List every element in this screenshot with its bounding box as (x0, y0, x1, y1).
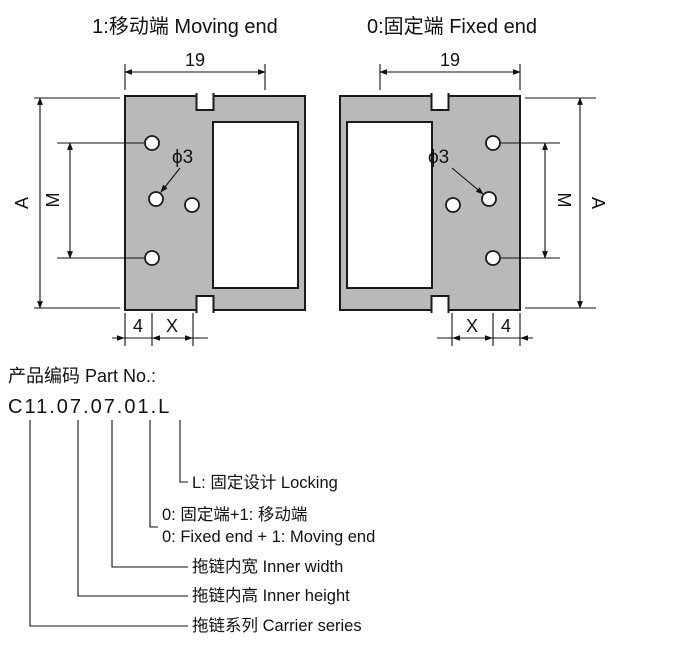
dim-M-right: M (501, 142, 574, 259)
part-number-section: 产品编码 Part No.: C11.07.07.01.L L: 固定设计 Lo… (8, 366, 375, 635)
dim-width-left: 19 (124, 50, 266, 90)
mounting-hole (148, 191, 164, 207)
dim-value: ϕ3 (172, 147, 193, 168)
top-slot (431, 93, 449, 110)
legend-locking: L: 固定设计 Locking (192, 473, 338, 492)
leader-line-series (29, 420, 188, 627)
legend-series: 拖链系列 Carrier series (192, 616, 362, 635)
dim-value: 4 (133, 316, 143, 336)
leader-line-end-type (149, 420, 158, 528)
mounting-hole (485, 135, 501, 151)
dim-A-left: A (12, 97, 120, 309)
dim-value: 19 (185, 50, 205, 70)
dim-value: A (588, 197, 608, 209)
dim-value: X (166, 316, 178, 336)
dim-value: 19 (440, 50, 460, 70)
right-bracket (339, 93, 521, 313)
dim-X4-right: X 4 (437, 313, 533, 346)
bottom-slot-outline (195, 295, 215, 313)
top-slot (196, 93, 214, 110)
dim-value: M (43, 193, 63, 208)
mounting-hole (481, 191, 497, 207)
dim-value: A (12, 197, 32, 209)
bottom-slot (431, 296, 449, 313)
leader-line-inner-width (111, 420, 188, 568)
legend-end-type-en: 0: Fixed end + 1: Moving end (162, 528, 375, 546)
moving-end-title: 1:移动端 Moving end (92, 15, 278, 38)
legend-inner-height: 拖链内高 Inner height (192, 586, 350, 605)
dim-A-right: A (525, 97, 608, 309)
arrowhead (185, 335, 193, 341)
top-slot-outline (195, 93, 215, 111)
dim-value: X (466, 316, 478, 336)
arrowhead (117, 335, 125, 341)
bottom-slot (196, 296, 214, 313)
mounting-hole (485, 250, 501, 266)
dim-hole-diameter-left: ϕ3 (160, 147, 193, 193)
dim-M-left: M (43, 142, 144, 259)
leader-line (160, 167, 181, 193)
legend-end-type-cn: 0: 固定端+1: 移动端 (162, 505, 307, 524)
legend-inner-width: 拖链内宽 Inner width (192, 557, 343, 576)
part-number-code: C11.07.07.01.L (8, 396, 171, 418)
mounting-hole (184, 197, 200, 213)
dim-value: ϕ3 (428, 147, 449, 168)
arrowhead (152, 335, 160, 341)
arrowhead (452, 335, 460, 341)
bracket-cavity (212, 121, 299, 289)
dim-value: 4 (501, 316, 511, 336)
fixed-end-title: 0:固定端 Fixed end (367, 15, 537, 38)
bracket-cavity (346, 121, 433, 289)
leader-line (451, 167, 484, 195)
dim-width-right: 19 (379, 50, 521, 90)
left-bracket (124, 93, 306, 313)
dim-hole-diameter-right: ϕ3 (428, 147, 484, 195)
bottom-slot-outline (430, 295, 450, 313)
top-slot-outline (430, 93, 450, 111)
dim-value: M (554, 193, 574, 208)
arrowhead (520, 335, 528, 341)
leader-line-locking (179, 420, 188, 483)
leader-line-inner-height (77, 420, 188, 597)
arrowhead (485, 335, 493, 341)
dim-4X-left: 4 X (112, 313, 208, 346)
mounting-hole (144, 135, 160, 151)
mounting-hole (445, 197, 461, 213)
mounting-hole (144, 250, 160, 266)
part-number-label: 产品编码 Part No.: (8, 366, 156, 386)
